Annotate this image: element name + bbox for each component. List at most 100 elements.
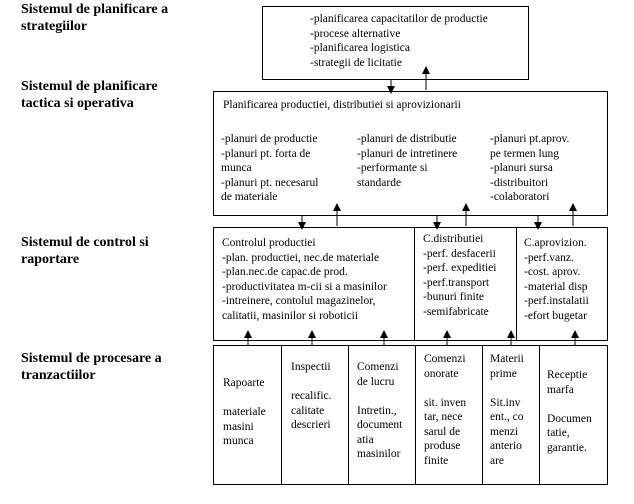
cell-line: calitate: [291, 404, 325, 417]
tactical-item: -planuri de distributie: [357, 133, 457, 145]
control-reporting-box: Controlul productiei -plan. productiei, …: [213, 227, 608, 341]
cell-line: munca: [223, 435, 254, 447]
transaction-divider: [415, 345, 416, 485]
cell-line: onorate: [424, 367, 459, 380]
control-item: -perf.transport: [423, 276, 490, 289]
tactical-item: -planuri de productie: [221, 133, 318, 145]
transaction-divider: [539, 345, 540, 485]
transaction-cell-goods-receipt: Receptie marfa Documen tatie, garantie.: [547, 368, 592, 455]
control-item: -perf.instalatii: [524, 295, 589, 307]
transaction-cell-orders-fulfilled: Comenzi onorate sit. inven tar, nece sar…: [424, 352, 466, 468]
cell-line: sarul de: [424, 425, 461, 438]
level-label-line: Sistemul de planificare a: [21, 2, 169, 17]
cell-line: de lucru: [357, 375, 395, 388]
cell-line: sit. inven: [424, 396, 467, 409]
tactical-col-distribution: -planuri de distributie -planuri de intr…: [357, 132, 457, 190]
transaction-cell-reports: Rapoarte materiale masini munca: [223, 376, 266, 449]
cell-line: masinilor: [357, 448, 401, 460]
cell-line: masini: [223, 420, 254, 433]
cell-line: Comenzi: [424, 353, 466, 365]
control-item: -material disp: [524, 280, 588, 293]
tactical-item: standarde: [357, 176, 402, 189]
cell-line: Sit.inv: [490, 396, 521, 409]
cell-line: anterio: [490, 440, 522, 452]
transaction-divider: [281, 345, 282, 485]
tactical-title: Planificarea productiei, distributiei si…: [223, 99, 461, 111]
transaction-divider: [348, 345, 349, 485]
cell-line: Intretin.,: [357, 404, 397, 417]
control-distribution: C.distributiei -perf. desfacerii -perf. …: [423, 232, 496, 319]
cell-line: menzi: [490, 425, 519, 438]
tactical-item: -planuri pt.aprov.: [490, 133, 570, 145]
tactical-col-production: -planuri de productie -planuri pt. forta…: [221, 132, 318, 205]
control-item: -perf.vanz.: [524, 251, 574, 264]
level-label-line: Sistemul de planificare: [21, 79, 158, 94]
tactical-item: -planuri pt. necesarul: [221, 176, 319, 189]
cell-line: materiale: [223, 406, 266, 418]
transaction-divider: [482, 345, 483, 485]
control-item: -plan.nec.de capac.de prod.: [222, 266, 348, 278]
tactical-item: pe termen lung: [490, 147, 559, 160]
level-label-line: tranzactiilor: [21, 368, 96, 383]
strategic-item: -procese alternative: [310, 27, 401, 40]
level-label-line: Sistemul de control si: [21, 235, 149, 250]
cell-line: Rapoarte: [223, 377, 265, 389]
cell-line: recalific.: [291, 390, 332, 402]
strategic-items: -planificarea capacitatilor de productie…: [310, 12, 488, 70]
cell-line: prime: [490, 367, 517, 380]
tactical-item: munca: [221, 162, 252, 174]
cell-line: Inspectii: [291, 361, 331, 373]
cell-line: ent., co: [490, 411, 524, 423]
transaction-cell-raw-materials: Materii prime Sit.inv ent., co menzi ant…: [490, 352, 524, 468]
level-label-control: Sistemul de control si raportare: [21, 234, 149, 268]
control-item: calitatii, masinilor si roboticii: [222, 309, 359, 322]
control-item: C.distributiei: [423, 233, 484, 245]
transaction-processing-box: Rapoarte materiale masini munca Inspecti…: [213, 345, 608, 485]
cell-line: tar, nece: [424, 411, 463, 423]
control-item: -productivitatea m-cii si a masinilor: [222, 280, 387, 293]
cell-line: Receptie: [547, 369, 588, 381]
control-item: -plan. productiei, nec.de materiale: [222, 251, 380, 264]
strategic-planning-box: -planificarea capacitatilor de productie…: [262, 6, 529, 80]
control-item: -semifabricate: [423, 305, 489, 318]
cell-line: Documen: [547, 412, 592, 425]
control-item: -cost. aprov.: [524, 266, 581, 278]
cell-line: finite: [424, 454, 449, 467]
level-label-line: Sistemul de procesare a: [21, 351, 162, 366]
cell-line: atia: [357, 433, 374, 446]
cell-line: produse: [424, 440, 461, 452]
tactical-planning-box: Planificarea productiei, distributiei si…: [213, 91, 608, 216]
cell-line: descrieri: [291, 419, 331, 431]
control-item: -bunuri finite: [423, 291, 484, 303]
tactical-item: -planuri pt. forta de: [221, 147, 311, 160]
tactical-item: -planuri sursa: [490, 162, 553, 174]
control-divider: [516, 227, 517, 341]
control-divider: [414, 227, 415, 341]
control-item: Controlul productiei: [222, 237, 316, 249]
control-procurement: C.aprovizion. -perf.vanz. -cost. aprov. …: [524, 236, 589, 323]
control-item: C.aprovizion.: [524, 237, 587, 249]
cell-line: document: [357, 419, 403, 431]
tactical-item: -planuri de intretinere: [357, 147, 458, 160]
level-label-strategic: Sistemul de planificare a strategiilor: [21, 1, 168, 35]
cell-line: marfa: [547, 383, 574, 396]
level-label-line: tactica si operativa: [21, 96, 134, 111]
tactical-item: -performante si: [357, 162, 428, 174]
control-item: -perf. desfacerii: [423, 247, 496, 260]
control-item: -intreinere, contolul magazinelor,: [222, 295, 376, 307]
level-label-tactical: Sistemul de planificare tactica si opera…: [21, 78, 158, 112]
cell-line: Comenzi: [357, 361, 399, 373]
cell-line: are: [490, 454, 505, 467]
control-item: -efort bugetar: [524, 309, 587, 322]
tactical-item: -distribuitori: [490, 176, 549, 189]
transaction-cell-work-orders: Comenzi de lucru Intretin., document ati…: [357, 360, 402, 462]
cell-line: Materii: [490, 353, 524, 365]
level-label-line: raportare: [21, 252, 80, 267]
tactical-col-procurement: -planuri pt.aprov. pe termen lung -planu…: [490, 132, 569, 205]
control-production: Controlul productiei -plan. productiei, …: [222, 236, 387, 323]
transaction-cell-inspections: Inspectii recalific. calitate descrieri: [291, 360, 332, 433]
cell-line: tatie,: [547, 427, 570, 439]
cell-line: garantie.: [547, 441, 587, 454]
control-item: -perf. expeditiei: [423, 262, 497, 274]
